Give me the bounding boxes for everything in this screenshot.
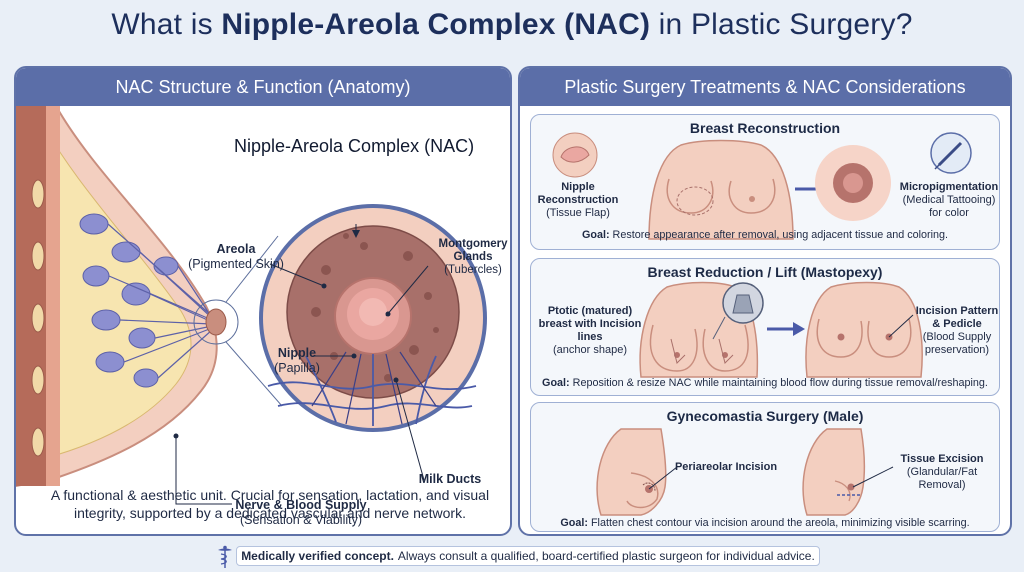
title-suffix: in Plastic Surgery? xyxy=(650,8,913,41)
areola-label: Areola(Pigmented Skin) xyxy=(188,242,284,271)
treatments-panel: Plastic Surgery Treatments & NAC Conside… xyxy=(518,66,1012,536)
ptotic-breast-label: Ptotic (matured) breast with Incision li… xyxy=(538,305,642,356)
gynecomastia-goal: Goal: Flatten chest contour via incision… xyxy=(560,517,970,529)
disclaimer-footer: Medically verified concept.Always consul… xyxy=(236,546,820,566)
disclaimer-bold: Medically verified concept. xyxy=(241,549,394,563)
nac-title: Nipple-Areola Complex (NAC) xyxy=(234,136,475,156)
anatomy-illustration xyxy=(16,106,487,505)
title-bold: Nipple-Areola Complex (NAC) xyxy=(221,8,651,41)
reconstruction-goal: Goal: Restore appearance after removal, … xyxy=(581,229,949,241)
nipple-label: Nipple(Papilla) xyxy=(274,346,320,375)
reduction-card: Breast Reduction / Lift (Mastopexy) Ptot… xyxy=(530,258,1000,396)
anatomy-panel-heading: NAC Structure & Function (Anatomy) xyxy=(16,68,510,106)
milk-ducts-label: Milk Ducts xyxy=(418,472,482,486)
tissue-excision-label: Tissue Excision(Glandular/Fat Removal) xyxy=(900,453,984,491)
treatments-panel-heading: Plastic Surgery Treatments & NAC Conside… xyxy=(520,68,1010,106)
gynecomastia-title: Gynecomastia Surgery (Male) xyxy=(666,408,864,424)
nac-zoom-icon xyxy=(259,204,487,432)
nerve-label: Nerve & Blood Supply(Sensation & Viabili… xyxy=(235,498,367,527)
title-prefix: What is xyxy=(111,8,222,41)
gynecomastia-card: Gynecomastia Surgery (Male) Periareolar … xyxy=(530,402,1000,532)
reduction-goal: Goal: Reposition & resize NAC while main… xyxy=(542,377,988,389)
gynecomastia-illustration xyxy=(596,428,894,516)
reduction-title: Breast Reduction / Lift (Mastopexy) xyxy=(647,264,883,280)
breast-cross-section-icon xyxy=(16,106,227,488)
reduction-illustration xyxy=(639,281,923,378)
incision-pattern-label: Incision Pattern & Pedicle(Blood Supply … xyxy=(915,305,999,356)
caduceus-icon xyxy=(218,545,232,568)
micropigmentation-label: Micropigmentation(Medical Tattooing) for… xyxy=(899,181,999,219)
page-title: What is Nipple-Areola Complex (NAC) in P… xyxy=(0,8,1024,42)
nipple-reconstruction-label: Nipple Reconstruction(Tissue Flap) xyxy=(537,181,619,219)
montgomery-label: Montgomery Glands(Tubercles) xyxy=(438,238,508,276)
disclaimer-text: Always consult a qualified, board-certif… xyxy=(397,549,815,563)
reconstruction-card: Breast Reconstruction Nipple Reconstruct… xyxy=(530,114,1000,250)
anatomy-summary: A functional & aesthetic unit. Crucial f… xyxy=(50,487,490,521)
anatomy-panel: NAC Structure & Function (Anatomy) xyxy=(14,66,512,536)
zoom-lines xyxy=(193,235,283,407)
label-pointers xyxy=(175,224,429,505)
reconstruction-title: Breast Reconstruction xyxy=(689,120,841,136)
periareolar-label: Periareolar Incision xyxy=(674,461,778,473)
reconstruction-illustration xyxy=(552,132,972,240)
